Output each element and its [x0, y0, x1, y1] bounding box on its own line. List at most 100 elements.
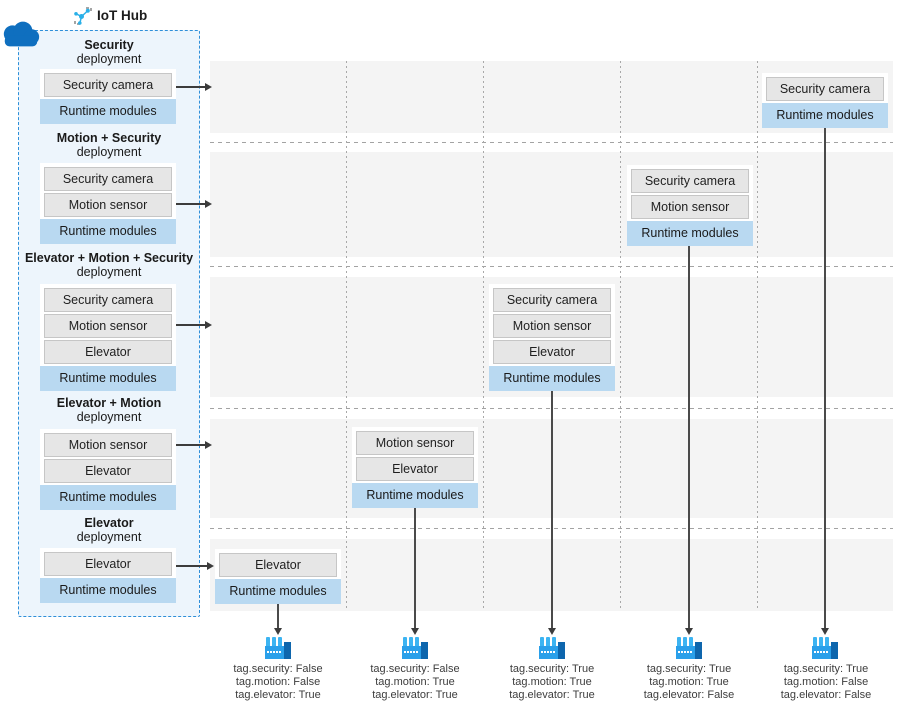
device-connector-line	[688, 246, 690, 628]
device-tags: tag.security: True tag.motion: False tag…	[758, 663, 894, 702]
arrow-right-icon	[207, 562, 214, 570]
factory-icon	[539, 637, 565, 664]
device-tags: tag.security: True tag.motion: True tag.…	[484, 663, 620, 702]
factory-icon	[676, 637, 702, 664]
tag-line: tag.elevator: True	[372, 689, 458, 701]
device-connector-line	[551, 391, 553, 628]
tag-line: tag.motion: False	[783, 676, 869, 688]
arrow-down-icon	[274, 628, 282, 635]
deployment-subtitle: deployment	[76, 530, 142, 544]
arrow-right-icon	[205, 83, 212, 91]
runtime-modules-box: Runtime modules	[489, 366, 615, 391]
tag-line: tag.security: False	[233, 663, 323, 675]
module-box: Motion sensor	[44, 433, 172, 457]
module-box: Elevator	[493, 340, 611, 364]
deployment-heading: Elevator + Motion + Security deployment	[18, 251, 200, 279]
deployment-arrow	[176, 86, 206, 88]
device-tags: tag.security: False tag.motion: True tag…	[347, 663, 483, 702]
device-connector-line	[277, 604, 279, 628]
runtime-modules-box: Runtime modules	[40, 99, 176, 124]
deployment-title: Motion + Security	[56, 131, 162, 145]
row-separator-line	[210, 142, 893, 143]
module-box: Elevator	[44, 459, 172, 483]
column-separator-line	[483, 61, 484, 611]
device-stack: Elevator Runtime modules	[215, 549, 341, 604]
tag-line: tag.elevator: False	[780, 689, 872, 701]
deployment-title: Security	[84, 38, 134, 52]
tag-line: tag.elevator: True	[235, 689, 321, 701]
tag-line: tag.motion: True	[649, 676, 729, 688]
tag-line: tag.motion: True	[375, 676, 455, 688]
tag-line: tag.motion: True	[512, 676, 592, 688]
module-box: Security camera	[766, 77, 884, 101]
deployment-stack: Elevator Runtime modules	[40, 548, 176, 603]
column-separator-line	[620, 61, 621, 611]
tag-line: tag.security: True	[509, 663, 595, 675]
deployment-heading: Elevator deployment	[18, 516, 200, 544]
device-tags: tag.security: True tag.motion: True tag.…	[621, 663, 757, 702]
runtime-modules-box: Runtime modules	[762, 103, 888, 128]
device-connector-line	[414, 508, 416, 628]
tag-line: tag.elevator: False	[643, 689, 735, 701]
module-box: Motion sensor	[44, 314, 172, 338]
column-separator-line	[346, 61, 347, 611]
device-tags: tag.security: False tag.motion: False ta…	[210, 663, 346, 702]
device-stack: Security camera Motion sensor Runtime mo…	[627, 165, 753, 246]
iot-hub-icon	[72, 5, 94, 32]
module-box: Security camera	[631, 169, 749, 193]
cloud-icon	[0, 19, 42, 54]
device-row-band	[210, 152, 893, 257]
tag-line: tag.security: True	[646, 663, 732, 675]
module-box: Security camera	[44, 73, 172, 97]
deployment-title: Elevator + Motion + Security	[24, 251, 194, 265]
arrow-right-icon	[205, 200, 212, 208]
module-box: Security camera	[493, 288, 611, 312]
tag-line: tag.security: True	[783, 663, 869, 675]
module-box: Elevator	[44, 552, 172, 576]
arrow-down-icon	[821, 628, 829, 635]
arrow-down-icon	[548, 628, 556, 635]
arrow-down-icon	[411, 628, 419, 635]
factory-icon	[402, 637, 428, 664]
deployment-stack: Security camera Motion sensor Elevator R…	[40, 284, 176, 391]
factory-icon	[812, 637, 838, 664]
deployment-arrow	[176, 203, 206, 205]
arrow-down-icon	[685, 628, 693, 635]
module-box: Elevator	[356, 457, 474, 481]
tag-line: tag.elevator: True	[509, 689, 595, 701]
deployment-arrow	[176, 444, 206, 446]
module-box: Motion sensor	[44, 193, 172, 217]
module-box: Security camera	[44, 288, 172, 312]
deployment-heading: Elevator + Motion deployment	[18, 396, 200, 424]
deployment-arrow	[176, 565, 208, 567]
row-separator-line	[210, 266, 893, 267]
runtime-modules-box: Runtime modules	[215, 579, 341, 604]
runtime-modules-box: Runtime modules	[352, 483, 478, 508]
deployment-stack: Security camera Runtime modules	[40, 69, 176, 124]
tag-line: tag.motion: False	[235, 676, 321, 688]
deployment-stack: Motion sensor Elevator Runtime modules	[40, 429, 176, 510]
module-box: Security camera	[44, 167, 172, 191]
deployment-subtitle: deployment	[76, 265, 142, 279]
device-stack: Security camera Runtime modules	[762, 73, 888, 128]
deployment-subtitle: deployment	[76, 145, 142, 159]
module-box: Motion sensor	[631, 195, 749, 219]
device-stack: Motion sensor Elevator Runtime modules	[352, 427, 478, 508]
factory-icon	[265, 637, 291, 664]
deployment-heading: Security deployment	[18, 38, 200, 66]
deployment-stack: Security camera Motion sensor Runtime mo…	[40, 163, 176, 244]
column-separator-line	[757, 61, 758, 611]
runtime-modules-box: Runtime modules	[40, 578, 176, 603]
deployment-subtitle: deployment	[76, 52, 142, 66]
arrow-right-icon	[205, 321, 212, 329]
arrow-right-icon	[205, 441, 212, 449]
runtime-modules-box: Runtime modules	[40, 366, 176, 391]
device-stack: Security camera Motion sensor Elevator R…	[489, 284, 615, 391]
device-connector-line	[824, 128, 826, 628]
deployment-arrow	[176, 324, 206, 326]
page-title: IoT Hub	[97, 8, 148, 23]
deployment-heading: Motion + Security deployment	[18, 131, 200, 159]
tag-line: tag.security: False	[370, 663, 460, 675]
deployment-title: Elevator + Motion	[56, 396, 162, 410]
